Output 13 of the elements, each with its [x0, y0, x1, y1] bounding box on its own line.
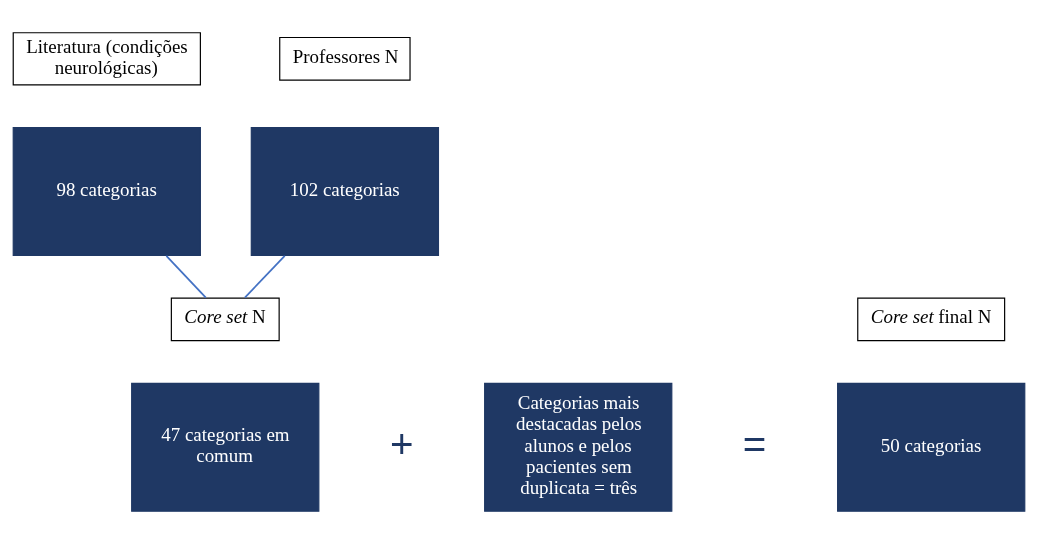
label: + [389, 421, 414, 467]
node-box: 102 categorias [250, 126, 440, 256]
node-box: Professores N [279, 36, 411, 81]
node-box: 47 categorias em comum [131, 382, 320, 512]
node-box: 50 categorias [837, 382, 1026, 512]
node-box: 98 categorias [12, 126, 201, 256]
node-box: Core set final N [857, 297, 1006, 342]
node-box: Categorias mais destacadas pelos alunos e pelos pacientes sem duplicata = três [484, 382, 673, 512]
node-box: Literatura (condições neurológicas) [12, 32, 201, 86]
connector [244, 254, 286, 299]
connector [165, 254, 207, 299]
label: = [742, 421, 767, 467]
node-box: Core set N [170, 297, 280, 342]
